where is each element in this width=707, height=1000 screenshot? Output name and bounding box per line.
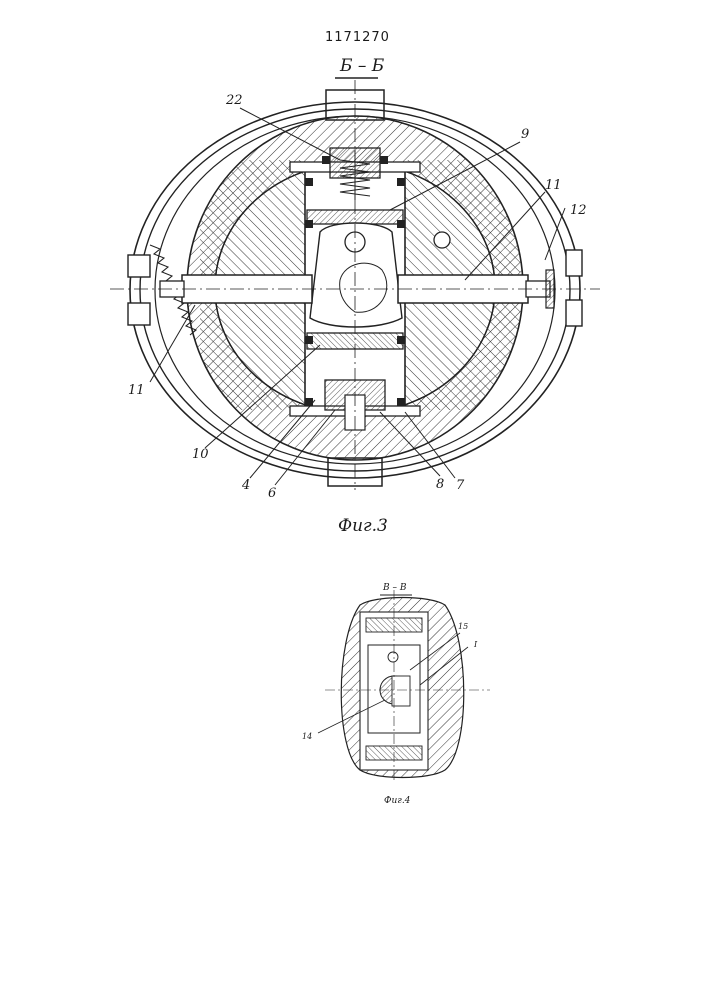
figure-4-caption: Фиг.4 xyxy=(384,796,410,806)
callout-12: 12 xyxy=(570,203,587,218)
callout-4: 4 xyxy=(242,478,250,493)
callout-22: 22 xyxy=(226,93,243,108)
callout-15: 15 xyxy=(458,622,468,631)
callout-11-left: 11 xyxy=(128,383,145,398)
callout-14: 14 xyxy=(302,732,312,741)
figure-4-section-label: В – В xyxy=(383,583,406,593)
callout-7: 7 xyxy=(456,478,464,493)
callout-9: 9 xyxy=(521,127,529,142)
figure-3-section-label: Б – Б xyxy=(340,56,384,76)
callout-6: 6 xyxy=(268,486,276,501)
callout-11-right: 11 xyxy=(545,178,562,193)
figure-3-caption: Фиг.3 xyxy=(338,516,388,536)
callout-8: 8 xyxy=(436,477,444,492)
callout-10: 10 xyxy=(192,447,209,462)
figure-4-drawing xyxy=(318,590,490,780)
patent-number: 1171270 xyxy=(325,30,390,45)
callout-I: I xyxy=(474,640,477,649)
